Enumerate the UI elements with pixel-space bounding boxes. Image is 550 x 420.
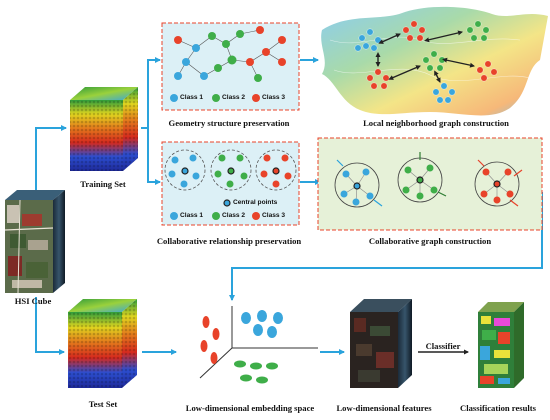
legend-class2-swatch (212, 94, 220, 102)
local-graph-label: Local neighborhood graph construction (363, 118, 509, 128)
collaborative-relationship-box (161, 141, 300, 226)
graph-surface-icon (321, 6, 548, 116)
feature-cube-icon (350, 299, 412, 388)
legend-class3-swatch (252, 94, 260, 102)
legend2-class2-label: Class 2 (222, 212, 246, 219)
features-label: Low-dimensional features (336, 403, 432, 413)
collab-preservation-label: Collaborative relationship preservation (156, 236, 302, 246)
test-cube-icon (68, 299, 137, 388)
legend2-class3-swatch (252, 212, 260, 220)
legend-class1-swatch (170, 94, 178, 102)
legend-class2-label: Class 2 (222, 94, 246, 101)
legend2-class1-swatch (170, 212, 178, 220)
legend-class1-label: Class 1 (180, 94, 204, 101)
training-cube-icon (70, 87, 138, 171)
hsi-cube-label: HSI Cube (14, 296, 52, 306)
hsi-cube-icon (4, 190, 65, 294)
legend2-class1-label: Class 1 (180, 212, 204, 219)
legend-central-label: Central points (233, 199, 278, 206)
embedding-label: Low-dimensional embedding space (185, 403, 315, 413)
classifier-label: Classifier (425, 341, 461, 351)
results-label: Classification results (460, 403, 536, 413)
training-set-label: Training Set (80, 179, 126, 189)
geometry-structure-box (161, 22, 300, 111)
test-set-label: Test Set (88, 399, 118, 409)
legend2-class2-swatch (212, 212, 220, 220)
classification-map-icon (478, 302, 524, 388)
geometry-label: Geometry structure preservation (168, 118, 290, 128)
legend-central-swatch (223, 199, 231, 207)
legend2-class3-label: Class 3 (262, 212, 286, 219)
embedding-space-plot (199, 306, 318, 384)
collaborative-graph-box (317, 137, 543, 231)
legend-class3-label: Class 3 (262, 94, 286, 101)
collab-graph-label: Collaborative graph construction (368, 236, 492, 246)
